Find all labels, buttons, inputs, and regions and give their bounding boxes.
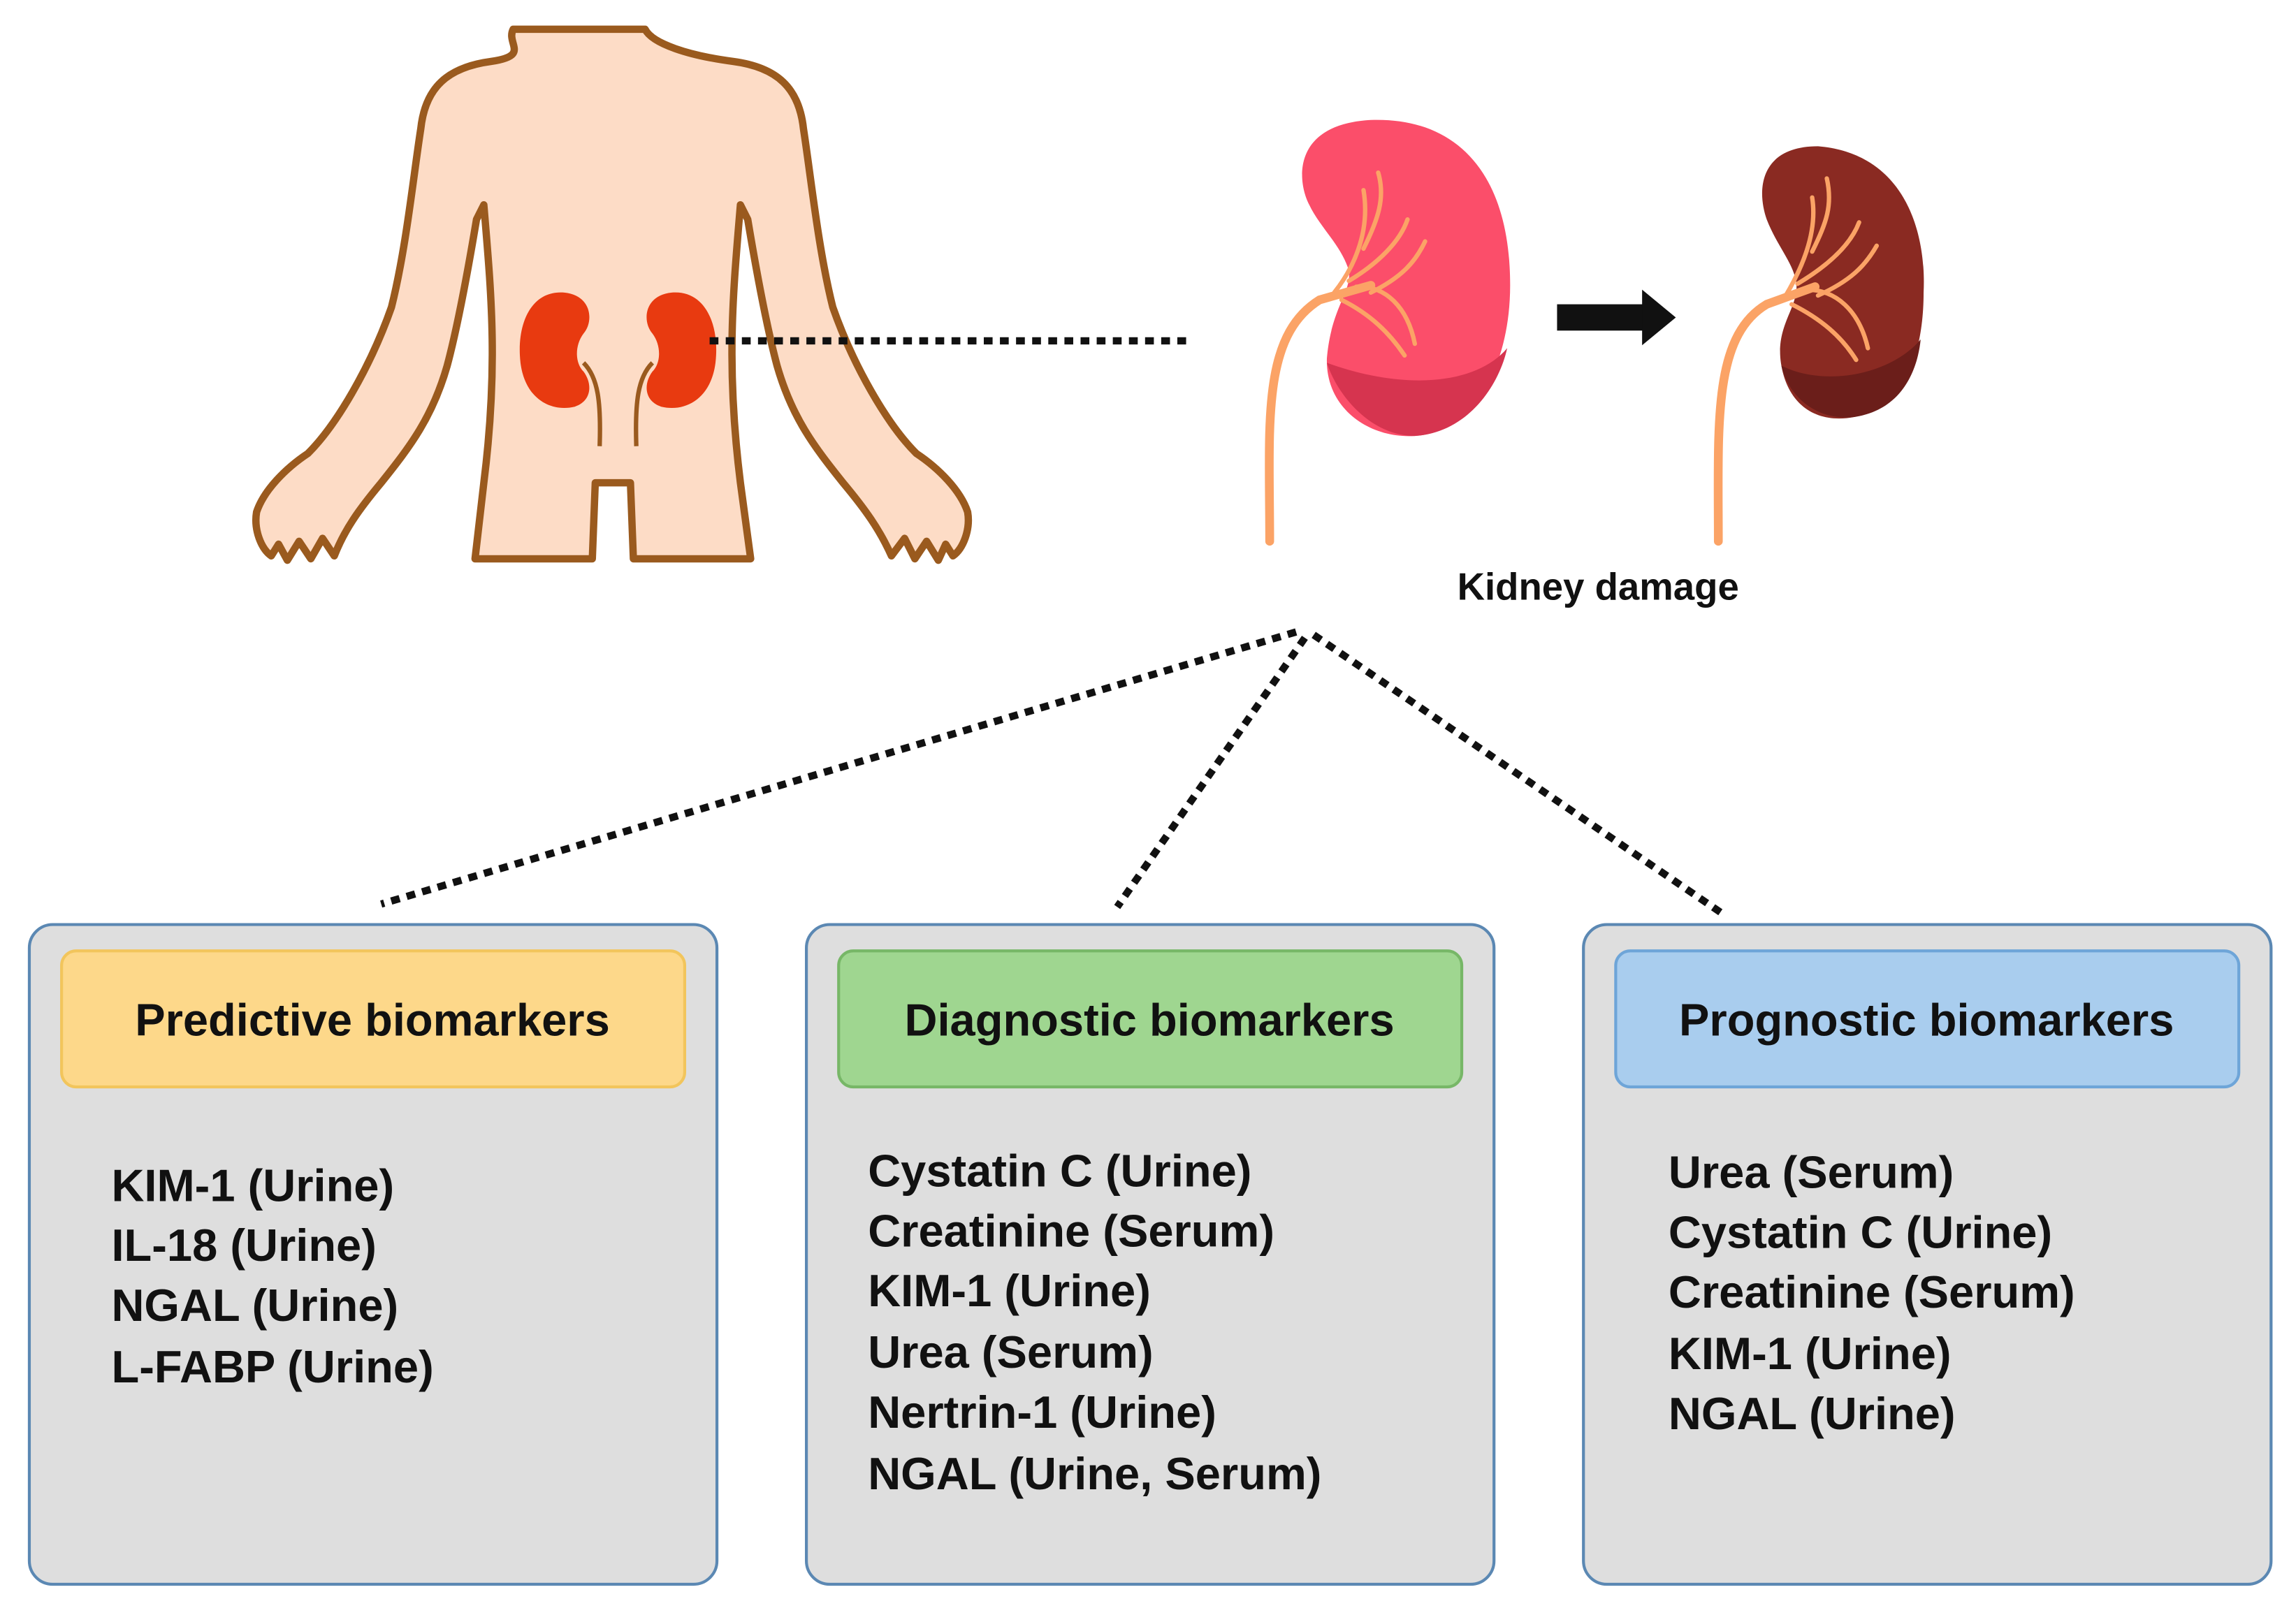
- right-arrow-icon: [1557, 289, 1676, 346]
- panel-predictive-header: [60, 949, 687, 1089]
- body-left-kidney: [519, 292, 590, 408]
- panel-diagnostic-header: [837, 949, 1464, 1089]
- panel-diagnostic-box: [804, 923, 1496, 1586]
- panel-prognostic-title: Prognostic biomarkers: [1679, 995, 2174, 1046]
- panel-prognostic-header: [1614, 949, 2241, 1089]
- damaged-kidney-veins: [1783, 176, 1880, 363]
- damaged-kidney-icon: [1713, 146, 1924, 546]
- diagnostic-item: Cystatin C (Urine): [868, 1145, 1251, 1196]
- kidney-damage-caption: Kidney damage: [1458, 566, 1739, 608]
- damaged-ureter: [1713, 282, 1820, 546]
- panel-prognostic: Prognostic biomarkers Urea (Serum) Cysta…: [1582, 923, 2273, 1586]
- prognostic-item: KIM-1 (Urine): [1669, 1328, 1952, 1379]
- connector-diagnostic: [1114, 636, 1308, 909]
- panel-diagnostic-title: Diagnostic biomarkers: [905, 995, 1395, 1046]
- damaged-kidney-shadow: [1781, 339, 1921, 418]
- predictive-item: IL-18 (Urine): [111, 1220, 376, 1271]
- prognostic-item: Cystatin C (Urine): [1669, 1206, 2052, 1257]
- diagnostic-item: KIM-1 (Urine): [868, 1265, 1151, 1316]
- panel-diagnostic: Diagnostic biomarkers Cystatin C (Urine)…: [804, 923, 1496, 1586]
- panel-predictive-title: Predictive biomarkers: [135, 995, 610, 1046]
- diagnostic-item: Creatinine (Serum): [868, 1205, 1274, 1256]
- connector-predictive: [380, 628, 1298, 908]
- diagnostic-item: Urea (Serum): [868, 1327, 1153, 1378]
- diagnostic-item: NGAL (Urine, Serum): [868, 1448, 1321, 1499]
- healthy-ureter: [1265, 281, 1376, 546]
- body-right-kidney: [646, 292, 717, 408]
- panel-predictive-box: [27, 923, 719, 1586]
- diagnostic-item: Nertrin-1 (Urine): [868, 1387, 1216, 1438]
- healthy-kidney-icon: [1265, 119, 1511, 546]
- connector-prognostic: [1312, 631, 1724, 916]
- predictive-item: KIM-1 (Urine): [111, 1160, 394, 1211]
- torso-outline: [252, 25, 973, 564]
- healthy-kidney-body: [1302, 119, 1511, 437]
- healthy-kidney-veins: [1332, 170, 1427, 358]
- body-ureters: [581, 361, 655, 446]
- predictive-item: L-FABP (Urine): [111, 1341, 433, 1392]
- panel-predictive: Predictive biomarkers KIM-1 (Urine) IL-1…: [27, 923, 719, 1586]
- prognostic-item: Urea (Serum): [1669, 1147, 1954, 1198]
- healthy-kidney-shadow: [1326, 348, 1508, 437]
- predictive-item: NGAL (Urine): [111, 1280, 398, 1331]
- panel-prognostic-box: [1582, 923, 2273, 1586]
- tree-connectors: [380, 628, 1724, 916]
- human-torso-icon: [252, 25, 973, 564]
- prognostic-item: Creatinine (Serum): [1669, 1266, 2075, 1317]
- prognostic-item: NGAL (Urine): [1669, 1388, 1956, 1439]
